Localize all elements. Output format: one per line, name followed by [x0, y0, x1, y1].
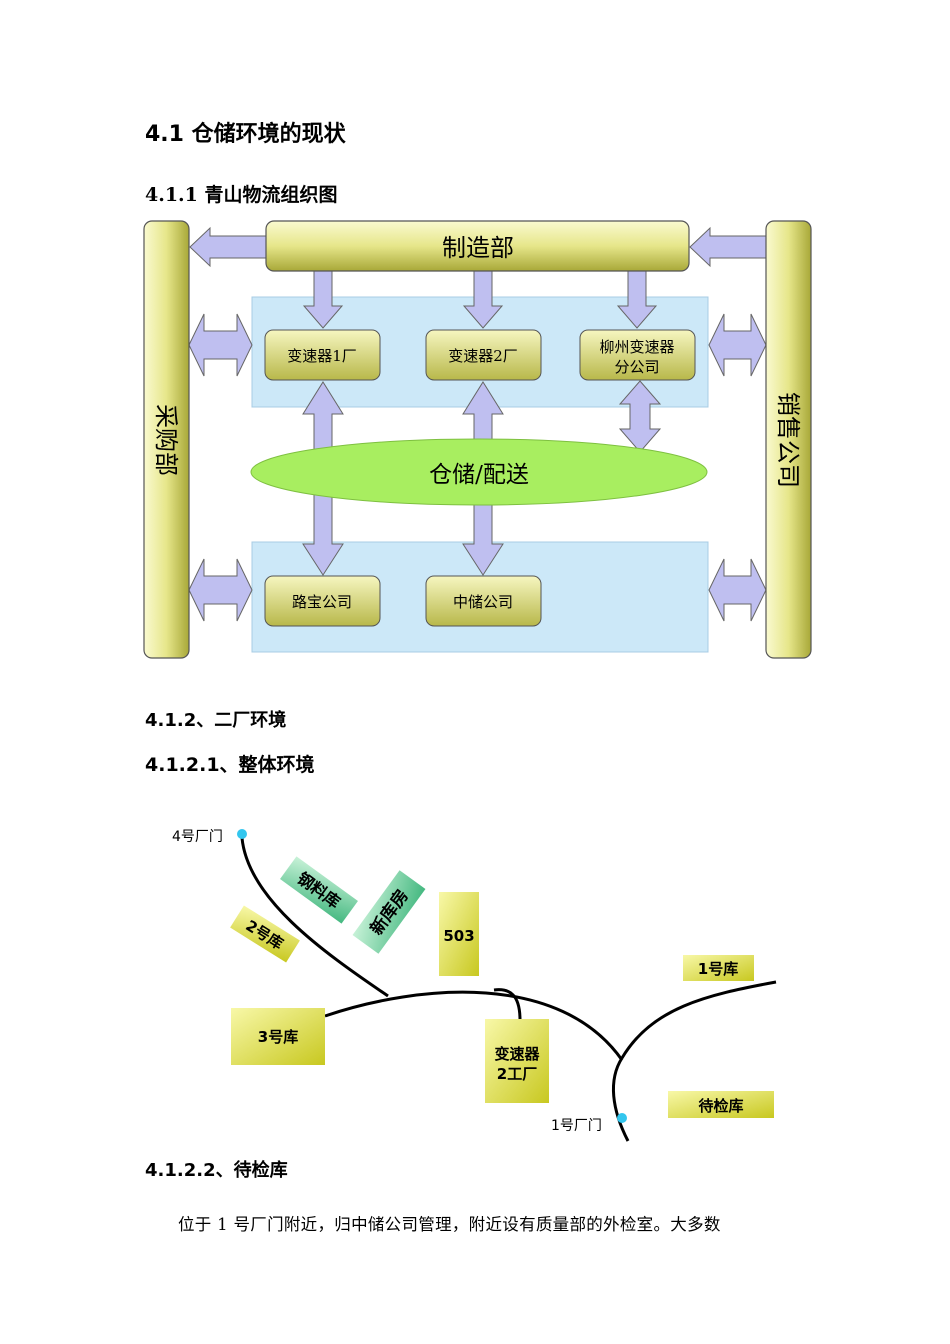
- gate1-dot: [617, 1113, 627, 1123]
- lubao-box: [264, 575, 381, 627]
- plant2-box: [425, 329, 542, 381]
- zhongchu-label: 中储公司: [453, 593, 513, 611]
- subsection-title-inspection: 4.1.2.2、待检库: [145, 1160, 288, 1181]
- arrow-down-liuzhou: [616, 269, 658, 329]
- transmission-plant-2: [485, 1019, 549, 1103]
- manufacturing-label: 制造部: [442, 234, 514, 262]
- arrow-down-plant2: [462, 269, 504, 329]
- arrow-from-sales: [689, 226, 767, 268]
- inspection-warehouse-label: 待检库: [698, 1097, 743, 1115]
- lubao-label: 路宝公司: [292, 593, 352, 611]
- plant1-label: 变速器1厂: [287, 347, 357, 365]
- gate4-label: 4号厂门: [172, 829, 223, 845]
- arrow-to-purchasing: [189, 226, 267, 268]
- purchasing-label: 采购部: [152, 404, 180, 476]
- gate4-dot: [237, 829, 247, 839]
- warehouse-1: [683, 955, 754, 981]
- arrow-down-plant1: [302, 269, 344, 329]
- double-arrow-plants-sales: [708, 313, 767, 377]
- liuzhou-label-line2: 分公司: [614, 358, 659, 376]
- building-503: [439, 892, 479, 976]
- body-paragraph: 位于 1 号厂门附近，归中储公司管理，附近设有质量部的外检室。大多数: [178, 1214, 721, 1234]
- road-east: [620, 980, 777, 1059]
- sales-bar: [765, 220, 812, 659]
- double-arrow-purchasing-partners: [188, 558, 253, 622]
- warehouse-1-label: 1号库: [698, 960, 738, 978]
- warehouse-label: 仓储/配送: [429, 462, 529, 488]
- road-gate1: [611, 1057, 630, 1142]
- new-warehouse: 新库房: [352, 870, 426, 954]
- plant2-label: 变速器2厂: [448, 347, 518, 365]
- gate1-label: 1号厂门: [551, 1118, 602, 1134]
- manufacturing-bar: [265, 220, 690, 272]
- sales-label: 销售公司: [774, 392, 802, 488]
- liuzhou-box: [579, 329, 696, 381]
- subsection-title-plant2: 4.1.2、二厂环境: [145, 710, 287, 731]
- building-503-label: 503: [443, 927, 474, 945]
- zhongchu-box: [425, 575, 542, 627]
- warehouse-2: 2号库: [230, 905, 300, 963]
- road-main: [324, 990, 624, 1061]
- purchasing-bar: [143, 220, 190, 659]
- warehouse-3: [231, 1008, 325, 1065]
- liuzhou-label-line1: 柳州变速器: [599, 338, 674, 356]
- plant1-box: [264, 329, 381, 381]
- transmission-plant-2-line1: 变速器: [494, 1045, 540, 1063]
- double-arrow-purchasing-plants: [188, 313, 253, 377]
- section-title: 4.1 仓储环境的现状: [145, 122, 346, 147]
- transmission-plant-2-line2: 2工厂: [497, 1065, 537, 1083]
- road-gate4: [240, 837, 389, 998]
- road-branch: [493, 988, 522, 1021]
- warehouse-3-label: 3号库: [258, 1028, 298, 1046]
- steel-warehouse: 钢料库: [280, 856, 358, 924]
- subsection-title-overall: 4.1.2.1、整体环境: [145, 754, 315, 776]
- warehouse-ellipse: [250, 438, 708, 506]
- double-arrow-partners-sales: [708, 558, 767, 622]
- inspection-warehouse: [668, 1091, 774, 1118]
- subsection-title-org-chart: 4.1.1 青山物流组织图: [145, 184, 338, 206]
